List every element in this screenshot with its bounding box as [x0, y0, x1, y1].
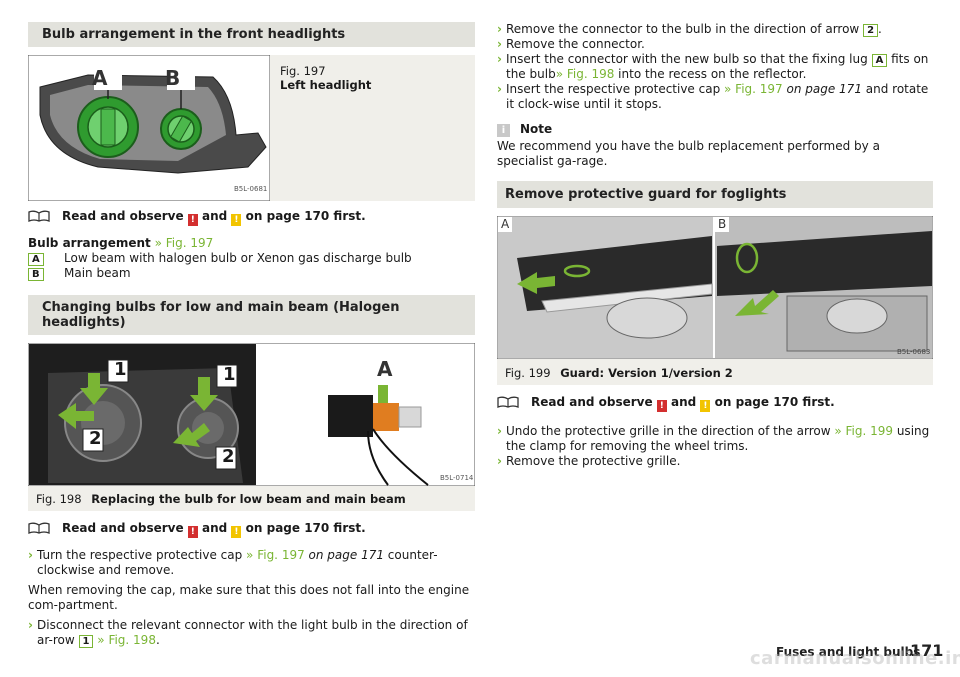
- chevron-right-icon: ›: [28, 548, 33, 562]
- fig197-number: Fig. 197: [280, 64, 326, 78]
- step-remove-grille: › Remove the protective grille.: [497, 454, 681, 468]
- fig197-code: B5L-0681: [234, 185, 268, 193]
- arrangement-label: Bulb arrangement: [28, 236, 151, 250]
- right-column: › Remove the connector to the bulb in th…: [497, 22, 933, 469]
- fig198-number: Fig. 198: [36, 492, 82, 506]
- note-title: Note: [520, 122, 553, 136]
- step-disconnect: › Disconnect the relevant connector with…: [28, 618, 468, 648]
- chevron-right-icon: ›: [497, 424, 502, 438]
- fig198-code: B5L-0714: [440, 474, 474, 482]
- fig199-code: B5L-0683: [897, 348, 931, 356]
- arrangement-item-b: B Main beam: [28, 266, 475, 281]
- chevron-right-icon: ›: [497, 52, 502, 66]
- figure-197: A B B5L-0681 Fig. 197 Left headlight: [28, 55, 475, 201]
- read-observe-2: Read and observe ! and ! on page 170 fir…: [28, 521, 475, 538]
- chevron-right-icon: ›: [28, 618, 33, 632]
- step-insert-cap: › Insert the respective protective cap »…: [497, 82, 929, 111]
- fig198-link[interactable]: » Fig. 198: [555, 67, 615, 81]
- book-icon: [28, 210, 50, 222]
- warning-yellow-icon: !: [700, 400, 711, 412]
- figure-198: 1 1 2 2 A B5L-0714 Fig. 198 Replacing th…: [28, 343, 475, 511]
- caution-paragraph: When removing the cap, make sure that th…: [28, 583, 470, 612]
- fig197-label-b: B: [165, 66, 181, 90]
- chevron-right-icon: ›: [497, 454, 502, 468]
- chevron-right-icon: ›: [497, 37, 502, 51]
- watermark: carmanualsonline.info: [750, 648, 960, 669]
- fig197-link[interactable]: » Fig. 197: [246, 548, 305, 562]
- step-remove-connector: › Remove the connector.: [497, 37, 645, 51]
- read-observe-3: Read and observe ! and ! on page 170 fir…: [497, 395, 933, 412]
- fig198-num2-left: 2: [89, 428, 102, 449]
- step-insert-connector: › Insert the connector with the new bulb…: [497, 52, 929, 81]
- left-headlight-illustration: [28, 55, 270, 201]
- fig198-title: Replacing the bulb for low beam and main…: [91, 492, 406, 506]
- info-icon: i: [497, 124, 510, 137]
- fig198-num1-left: 1: [114, 359, 127, 380]
- warning-yellow-icon: !: [231, 214, 242, 226]
- page-number: 171: [910, 641, 944, 660]
- fig199-number: Fig. 199: [505, 366, 551, 380]
- step-turn-cap: › Turn the respective protective cap » F…: [28, 548, 438, 577]
- fig199-title: Guard: Version 1/version 2: [560, 366, 733, 380]
- footer-section-title: Fuses and light bulbs: [776, 645, 921, 659]
- chevron-right-icon: ›: [497, 82, 502, 96]
- fig199-label-b: B: [718, 217, 727, 231]
- note-block: i Note We recommend you have the bulb rep…: [497, 122, 933, 169]
- bulb-arrangement-block: Bulb arrangement » Fig. 197 A Low beam w…: [28, 236, 475, 281]
- fig199-link[interactable]: » Fig. 199: [834, 424, 894, 438]
- read-observe-1: Read and observe ! and ! on page 170 fir…: [28, 209, 475, 226]
- chevron-right-icon: ›: [497, 22, 502, 36]
- fig197-label-a: A: [92, 66, 108, 90]
- fig198-label-a: A: [377, 357, 393, 381]
- fig198-num2-right: 2: [222, 446, 235, 467]
- warning-red-icon: !: [656, 400, 667, 412]
- foglight-guard-illustration: [497, 216, 933, 359]
- fig198-num1-right: 1: [223, 364, 236, 385]
- warning-red-icon: !: [187, 526, 198, 538]
- section-title-changing-bulbs: Changing bulbs for low and main beam (Ha…: [28, 295, 475, 335]
- fig199-label-a: A: [501, 217, 510, 231]
- arrangement-item-a: A Low beam with halogen bulb or Xenon ga…: [28, 251, 475, 266]
- warning-red-icon: !: [187, 214, 198, 226]
- book-icon: [28, 522, 50, 534]
- fig197-link[interactable]: » Fig. 197: [724, 82, 783, 96]
- section-title-foglights: Remove protective guard for foglights: [497, 181, 933, 208]
- note-text: We recommend you have the bulb replaceme…: [497, 139, 880, 168]
- section-title-bulb-arrangement: Bulb arrangement in the front headlights: [28, 22, 475, 47]
- step-undo-grille: › Undo the protective grille in the dire…: [497, 424, 930, 453]
- figure-199: A B B5L-0683 Fig. 199 Guard: Version 1/v…: [497, 216, 933, 385]
- fig198-link[interactable]: » Fig. 198: [93, 633, 156, 647]
- warning-yellow-icon: !: [231, 526, 242, 538]
- step-remove-connector-arrow: › Remove the connector to the bulb in th…: [497, 22, 882, 37]
- book-icon: [497, 396, 519, 408]
- fig197-title: Left headlight: [280, 78, 372, 92]
- left-column: Bulb arrangement in the front headlights…: [28, 0, 475, 648]
- arrangement-ref-link[interactable]: » Fig. 197: [154, 236, 214, 250]
- bulb-replacement-illustration: [28, 343, 475, 486]
